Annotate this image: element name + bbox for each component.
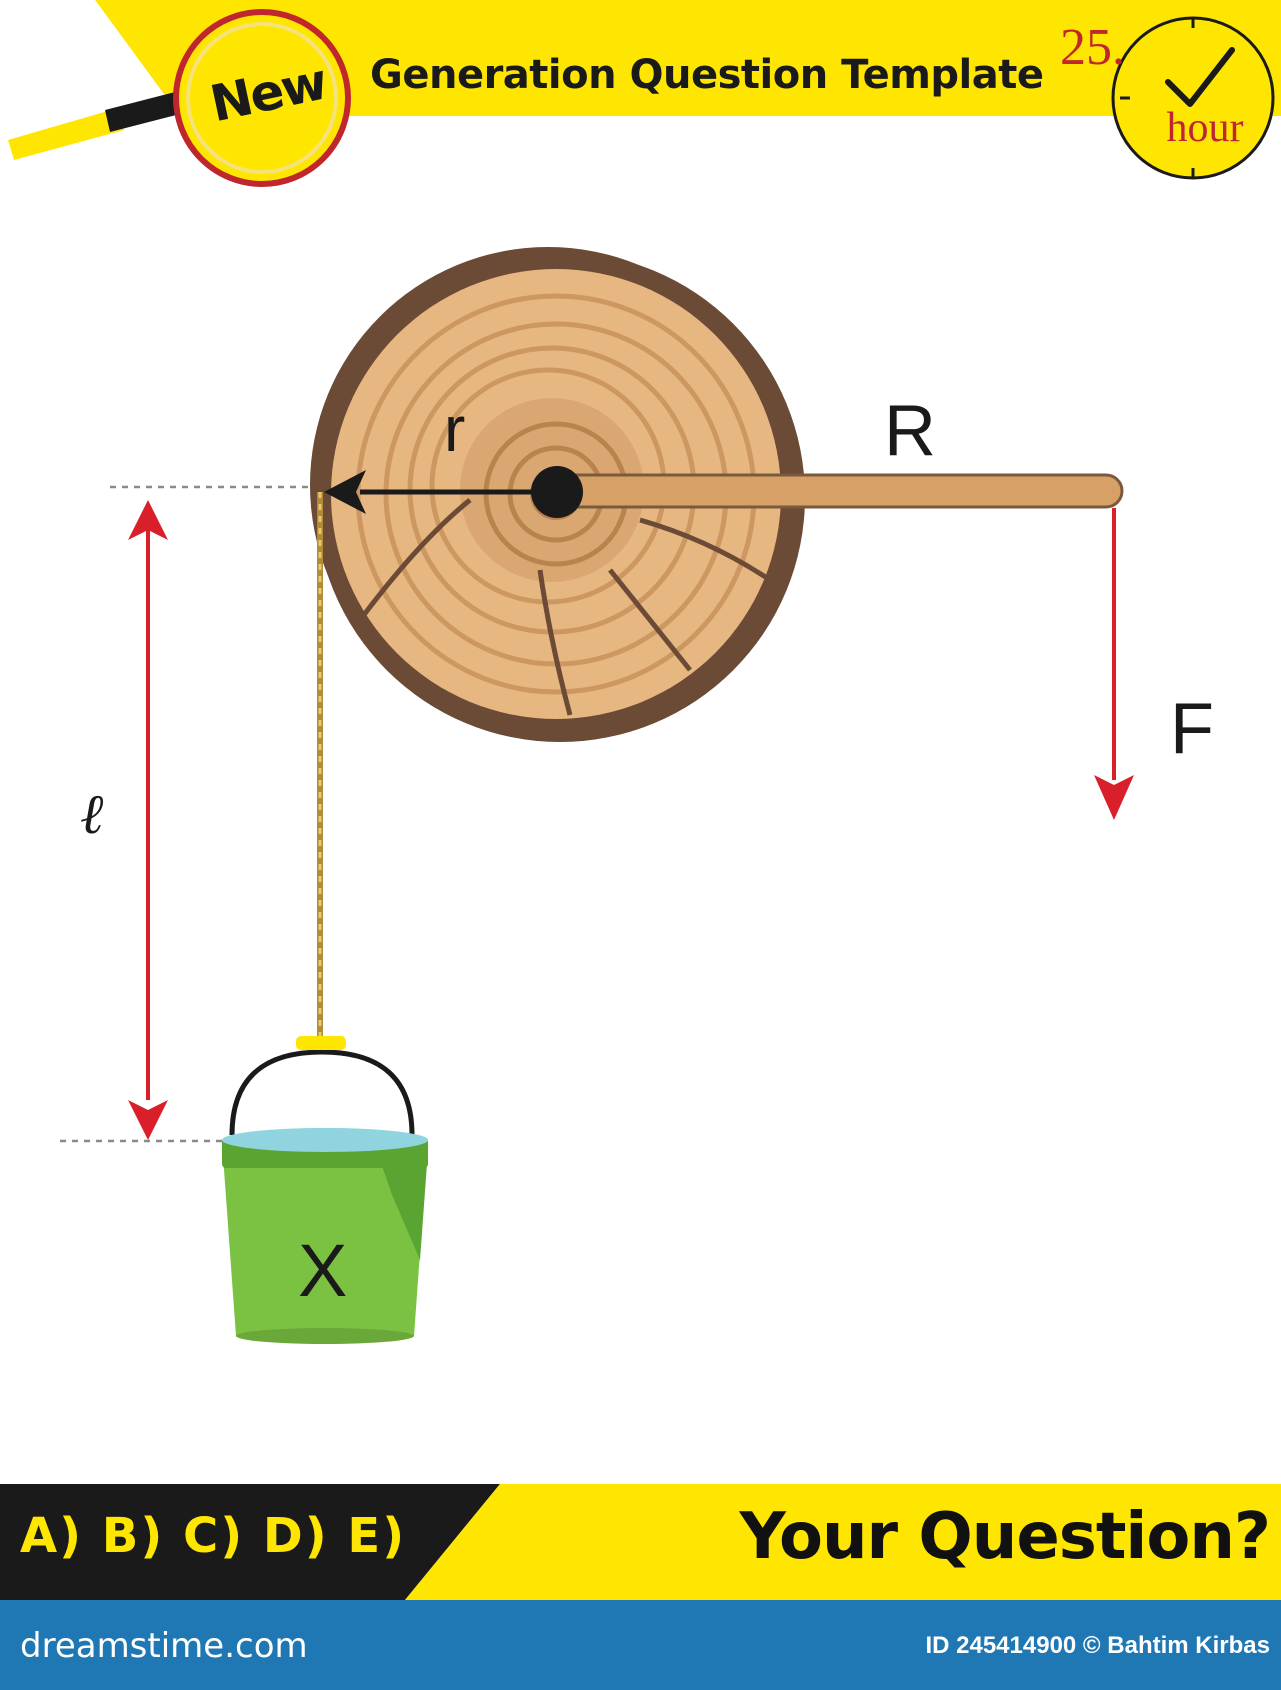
header-banner: [0, 0, 1281, 116]
radius-arrow: [324, 470, 550, 514]
clock-unit: hour: [1166, 105, 1244, 151]
label-R: R: [884, 391, 936, 471]
site-name: dreamstime.com: [20, 1626, 308, 1666]
image-credit: ID 245414900 © Bahtim Kirbas: [925, 1632, 1270, 1659]
clock-icon: [1111, 16, 1275, 180]
page-title: Generation Question Template: [370, 52, 1044, 98]
label-X: X: [298, 1229, 348, 1312]
bucket: [222, 1036, 428, 1344]
label-F: F: [1170, 689, 1214, 769]
force-arrow: [1094, 508, 1134, 820]
answer-options: A) B) C) D) E): [20, 1508, 407, 1564]
label-r: r: [444, 393, 466, 465]
label-length: ℓ: [80, 782, 104, 847]
question-text: Your Question?: [739, 1500, 1272, 1574]
axle: [531, 466, 583, 518]
site-bar: [0, 1600, 1281, 1690]
clock-number: 25.: [1060, 19, 1125, 76]
log-wheel: [310, 247, 805, 742]
length-arrow: [128, 500, 168, 1140]
answer-bar: [0, 1484, 1281, 1600]
crank-handle: [558, 473, 1124, 509]
magnifier-icon: [8, 9, 351, 187]
